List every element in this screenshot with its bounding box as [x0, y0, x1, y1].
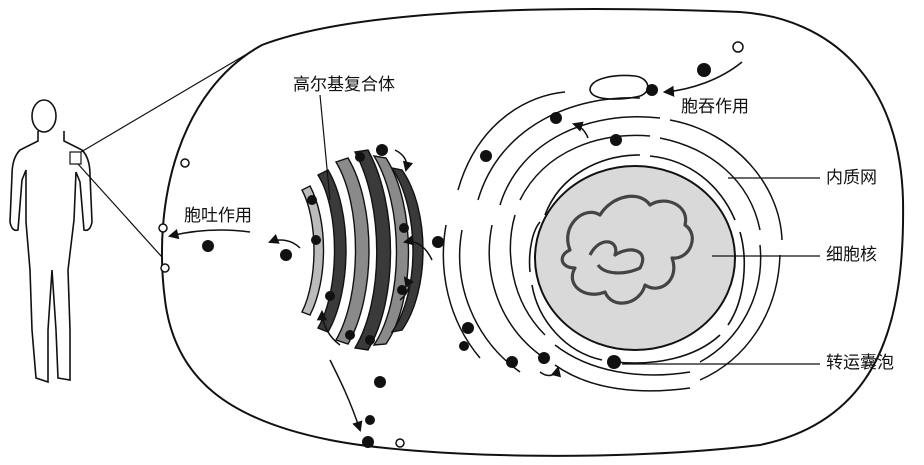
zoom-box	[70, 152, 81, 164]
label-golgi: 高尔基复合体	[293, 77, 395, 94]
label-er: 内质网	[826, 170, 877, 187]
endocytic-vesicle	[590, 76, 648, 100]
label-nucleus: 细胞核	[826, 247, 877, 264]
label-endocytosis: 胞吞作用	[681, 99, 749, 116]
human-silhouette-icon	[10, 100, 92, 382]
label-vesicle: 转运囊泡	[826, 355, 894, 372]
cell-membrane	[162, 9, 903, 456]
nucleus	[535, 166, 735, 350]
label-exocytosis: 胞吐作用	[184, 208, 252, 225]
